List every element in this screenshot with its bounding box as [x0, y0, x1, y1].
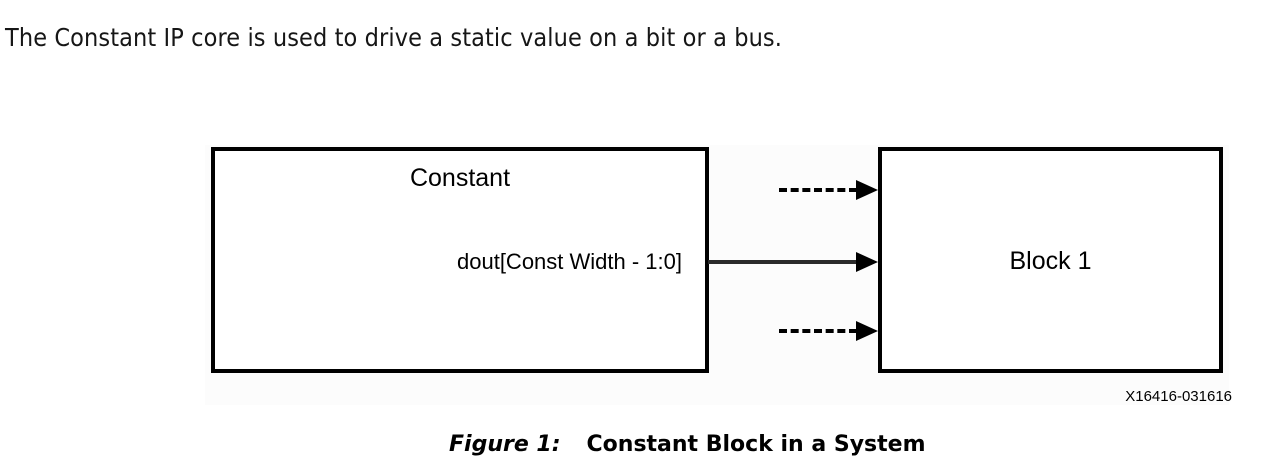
dashed-line: [779, 188, 857, 192]
dashed-arrow-bottom: [779, 319, 878, 343]
block-1-title: Block 1: [1009, 247, 1092, 275]
arrowhead-icon: [856, 180, 878, 200]
arrowhead-icon: [856, 252, 878, 272]
dashed-line: [779, 329, 857, 333]
figure-caption-title: Constant Block in a System: [586, 432, 926, 457]
figure-caption: Figure 1: Constant Block in a System: [449, 430, 926, 459]
dashed-arrow-top: [779, 178, 878, 202]
figure-id-label: X16416-031616: [1125, 388, 1232, 405]
arrowhead-icon: [856, 321, 878, 341]
figure-diagram: Constant dout[Const Width - 1:0] Block 1…: [0, 120, 1263, 410]
solid-line: [708, 260, 858, 264]
constant-block-port-label: dout[Const Width - 1:0]: [457, 249, 682, 274]
constant-block: Constant dout[Const Width - 1:0]: [211, 147, 709, 373]
intro-paragraph: The Constant IP core is used to drive a …: [5, 23, 782, 52]
figure-caption-number: Figure 1:: [449, 432, 561, 457]
solid-arrow-dout: [708, 250, 878, 274]
block-1: Block 1: [878, 147, 1223, 373]
constant-block-title: Constant: [409, 164, 511, 192]
